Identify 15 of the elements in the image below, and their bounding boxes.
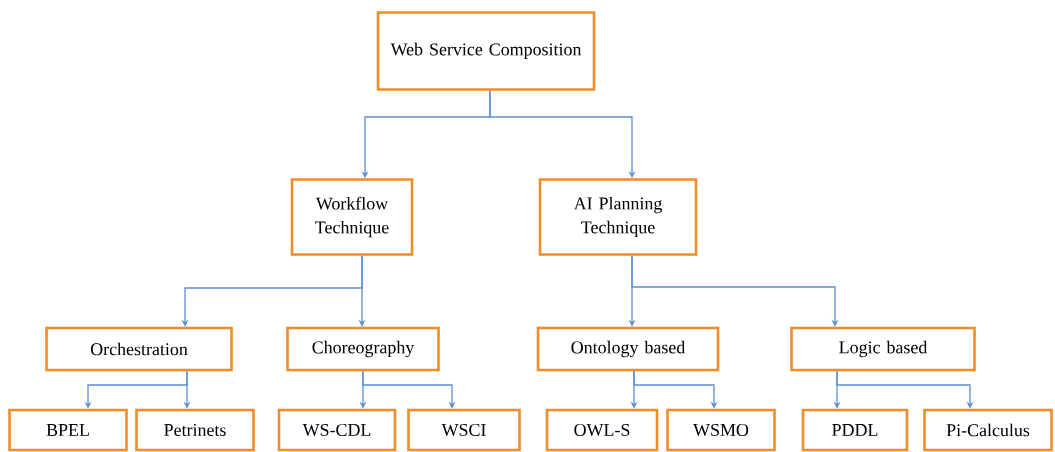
box: Pi-Calculus bbox=[923, 408, 1053, 452]
box: Logic based bbox=[790, 326, 976, 372]
box: Workflow Technique bbox=[290, 178, 414, 256]
box: WSCI bbox=[407, 408, 521, 452]
box: Petrinets bbox=[135, 408, 255, 452]
box: OWL-S bbox=[545, 408, 659, 452]
box: Ontology based bbox=[536, 326, 720, 372]
box: Web Service Composition bbox=[376, 11, 596, 91]
box: BPEL bbox=[8, 408, 128, 452]
box: Choreography bbox=[286, 326, 440, 372]
box: Orchestration bbox=[45, 326, 233, 372]
box: WSMO bbox=[666, 408, 776, 452]
box: WS-CDL bbox=[277, 408, 397, 452]
box: AI Planning Technique bbox=[538, 178, 698, 256]
box: PDDL bbox=[801, 408, 909, 452]
